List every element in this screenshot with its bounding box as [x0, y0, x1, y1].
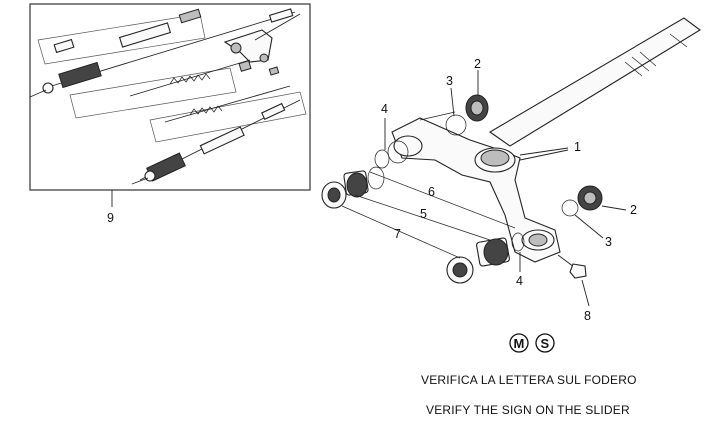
- callout-9-label: 9: [107, 211, 114, 225]
- callout-3-right: 3: [574, 214, 612, 249]
- callout-9: 9: [107, 190, 114, 225]
- svg-text:6: 6: [428, 185, 435, 199]
- svg-text:8: 8: [584, 309, 591, 323]
- svg-text:4: 4: [516, 274, 523, 288]
- svg-text:3: 3: [605, 235, 612, 249]
- inset-fork-overview: [29, 3, 311, 191]
- badge-m: M: [514, 336, 525, 351]
- clamp-bolt: [557, 254, 587, 279]
- version-badges: M S: [509, 333, 555, 353]
- left-bushings: [321, 166, 385, 209]
- svg-text:5: 5: [420, 207, 427, 221]
- lower-bearings: [446, 185, 603, 284]
- callout-1: 1: [519, 140, 581, 161]
- svg-text:1: 1: [574, 140, 581, 154]
- callout-2-top: 2: [474, 57, 481, 96]
- callout-4-bottom: 4: [516, 252, 523, 288]
- caption-english: VERIFY THE SIGN ON THE SLIDER: [426, 403, 630, 417]
- svg-text:4: 4: [381, 102, 388, 116]
- inset-spring-rods: [129, 59, 291, 123]
- callout-4-top: 4: [381, 102, 388, 150]
- callout-2-right: 2: [601, 203, 637, 217]
- callout-6: 6: [428, 185, 435, 199]
- inset-triple-clamp: [223, 13, 301, 63]
- svg-text:3: 3: [446, 74, 453, 88]
- inset-upper-leg: [29, 8, 296, 98]
- inset-lower-leg: [131, 99, 301, 185]
- svg-text:2: 2: [474, 57, 481, 71]
- steering-stem-tube: [488, 17, 701, 147]
- callout-3-top: 3: [446, 74, 455, 117]
- triple-clamp-body: [391, 117, 561, 263]
- assembly-guide-lines: [341, 111, 516, 259]
- callout-8: 8: [581, 279, 591, 323]
- svg-text:7: 7: [394, 227, 401, 241]
- callout-5: 5: [420, 207, 427, 221]
- upper-bearings: [374, 94, 489, 169]
- svg-text:2: 2: [630, 203, 637, 217]
- callout-7: 7: [394, 227, 401, 241]
- caption-italian: VERIFICA LA LETTERA SUL FODERO: [421, 373, 637, 387]
- badge-s: S: [541, 336, 550, 351]
